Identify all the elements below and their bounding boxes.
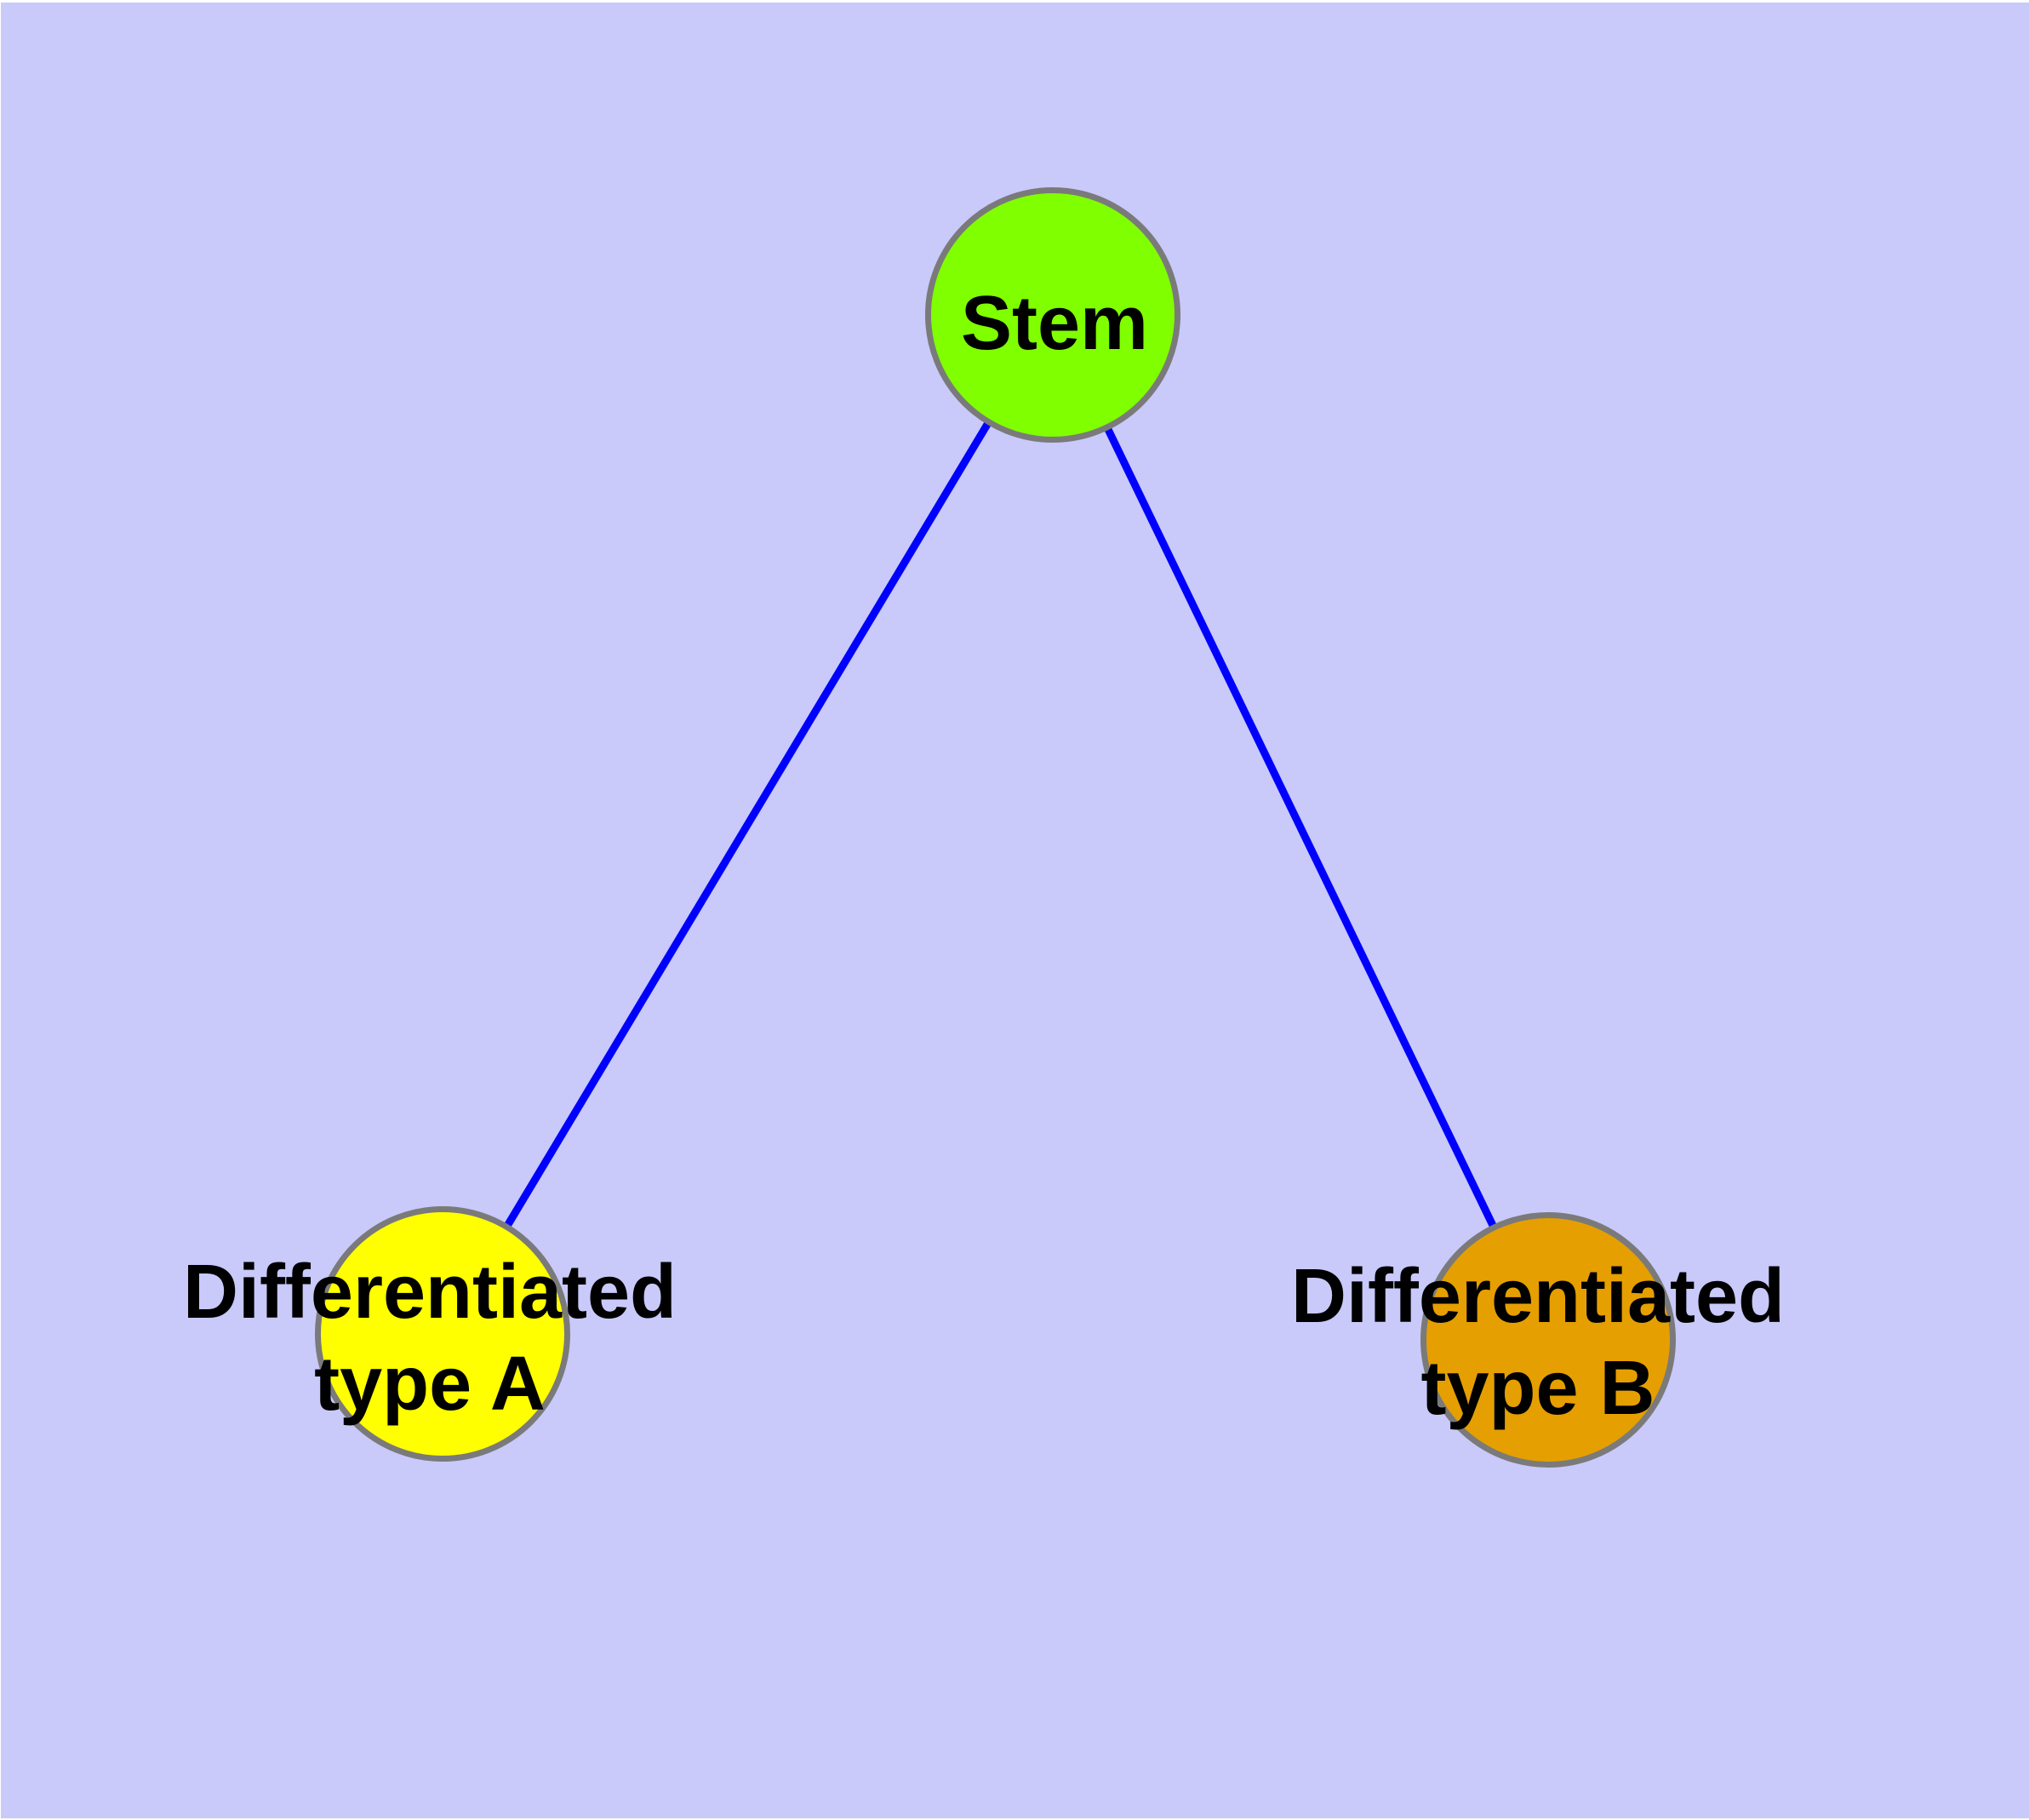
node-stem-label: Stem [961,281,1148,366]
node-type-b-label-line1: Differentiated [1291,1254,1785,1339]
node-type-a-label-line2: type A [314,1342,546,1427]
node-type-a-label-line1: Differentiated [183,1250,677,1335]
node-type-a-circle [315,1206,570,1462]
edge-stem-to-type-a [439,312,1056,1336]
node-stem-circle [925,187,1180,443]
node-type-b-label-line2: type B [1420,1346,1655,1431]
node-type-b-circle [1420,1212,1676,1468]
edge-stem-to-type-b [1049,313,1552,1342]
